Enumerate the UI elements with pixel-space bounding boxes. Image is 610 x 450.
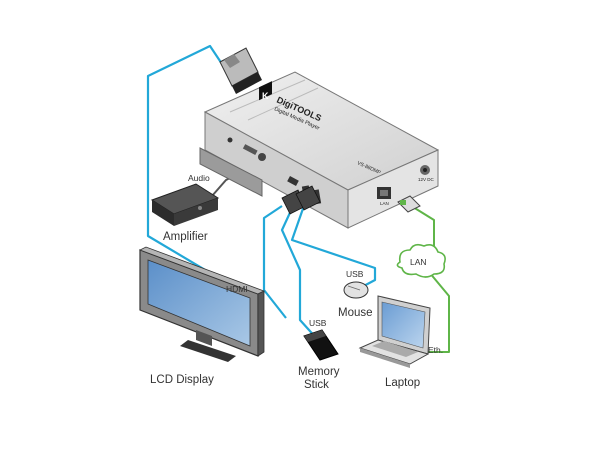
usb-mouse-label: USB (346, 269, 364, 279)
amplifier-icon (150, 183, 220, 226)
lan-port-label: LAN (380, 201, 389, 206)
eth-label: Eth. (428, 345, 443, 355)
ethernet-plug-icon (397, 195, 421, 213)
mouse-label: Mouse (338, 307, 373, 319)
audio-jack-icon (258, 153, 266, 161)
laptop-label: Laptop (385, 377, 420, 389)
hdmi-cable-device (262, 205, 287, 319)
laptop-icon (358, 295, 431, 368)
kramer-logo-icon (259, 81, 272, 101)
hdmi-label: HDMI (226, 284, 248, 294)
memory-stick-label-1: Memory (298, 366, 340, 378)
lcd-display-label: LCD Display (150, 374, 214, 386)
usb-plug-icon (281, 185, 321, 215)
power-led-icon (227, 137, 233, 143)
lcd-display-icon (138, 246, 266, 362)
memory-stick-icon (303, 329, 339, 361)
usb-stick-cable (280, 203, 319, 341)
usb-mouse-cable (290, 199, 377, 289)
hdmi-port (287, 176, 299, 186)
usb-stick-label: USB (309, 318, 327, 328)
hdmi-plug-icon (219, 47, 262, 94)
media-player-device: DigiTOOLS Digital Media Player VS-88DMP … (199, 71, 440, 229)
audio-label: Audio (188, 173, 210, 183)
lan-cloud-icon (396, 243, 446, 278)
lan-label: LAN (410, 257, 427, 267)
mouse-icon (343, 281, 369, 299)
amplifier-label: Amplifier (163, 231, 208, 243)
brand-mark: K (262, 91, 269, 101)
power-port-label: 12V DC (418, 177, 435, 182)
memory-stick-label-2: Stick (304, 379, 329, 391)
ir-window (242, 144, 258, 156)
